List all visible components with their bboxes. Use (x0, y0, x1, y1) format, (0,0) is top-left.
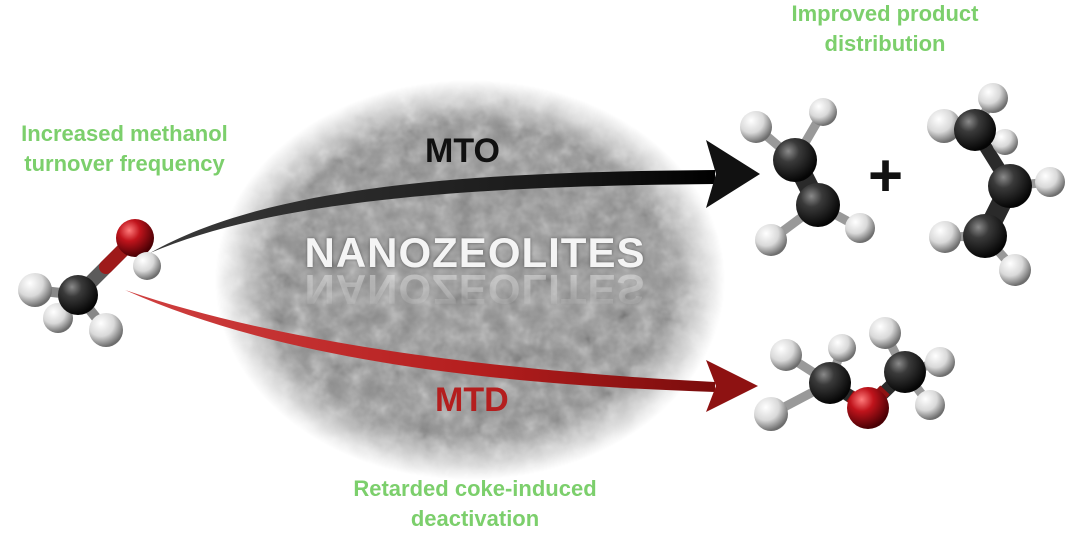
retarded-coke-deactivation-label: Retarded coke-induced deactivation (305, 474, 645, 534)
mto-arrow (150, 140, 760, 253)
propylene-molecule-icon (927, 83, 1065, 286)
methanol-molecule-icon (18, 219, 161, 347)
plus-sign: + (868, 142, 904, 209)
label-line: Increased methanol (21, 121, 228, 146)
dimethyl-ether-molecule-icon (754, 317, 955, 431)
nanozeolites-title: NANOZEOLITES (304, 229, 646, 276)
label-line: Improved product (791, 1, 979, 26)
mtd-label: MTD (435, 381, 509, 419)
label-line: turnover frequency (24, 151, 225, 176)
nanozeolites-title-group: NANOZEOLITES NANOZEOLITES (255, 228, 695, 348)
label-line: distribution (824, 31, 946, 56)
improved-product-distribution-label: Improved product distribution (740, 0, 1030, 59)
ethylene-molecule-icon (740, 98, 875, 256)
nanozeolites-title-reflection: NANOZEOLITES (304, 266, 646, 313)
mto-label: MTO (425, 132, 500, 170)
label-line: Retarded coke-induced (353, 476, 597, 501)
label-line: deactivation (410, 506, 540, 531)
mtd-arrow (125, 290, 758, 412)
increased-methanol-turnover-label: Increased methanol turnover frequency (0, 119, 257, 179)
nanozeolite-micrograph (210, 75, 730, 485)
